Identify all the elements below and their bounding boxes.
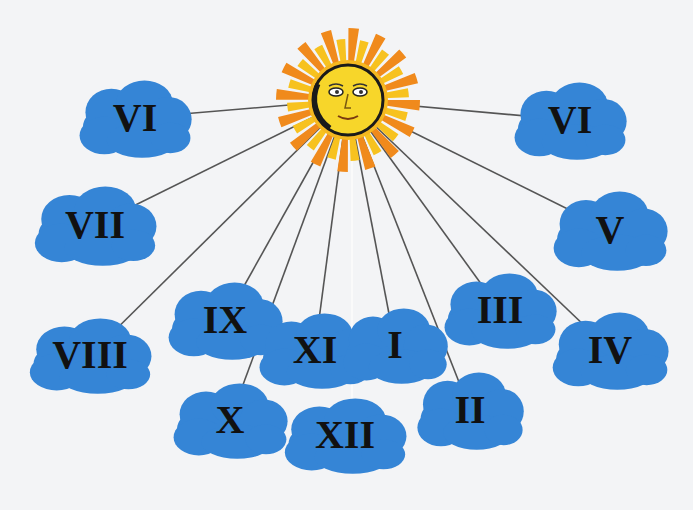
- hour-numeral: VIII: [52, 335, 128, 375]
- hour-numeral: VII: [65, 205, 125, 245]
- hour-numeral: V: [596, 210, 625, 250]
- cloud-node: VII: [31, 183, 159, 267]
- hour-numeral: III: [477, 290, 524, 330]
- hour-numeral: I: [387, 325, 403, 365]
- hour-numeral: XII: [315, 415, 375, 455]
- cloud-node: VI: [511, 79, 629, 161]
- cloud-node: XII: [281, 395, 409, 475]
- cloud-node: VI: [76, 77, 194, 159]
- cloud-node: IV: [549, 309, 671, 391]
- cloud-node: III: [441, 270, 559, 350]
- cloud-node: I: [340, 305, 450, 385]
- cloud-node: II: [414, 369, 526, 451]
- cloud-node: V: [550, 188, 670, 272]
- hour-numeral: XI: [293, 330, 337, 370]
- hour-numeral: II: [454, 390, 485, 430]
- cloud-node: X: [170, 380, 290, 460]
- hour-numeral: VI: [548, 100, 592, 140]
- hour-numeral: VI: [113, 98, 157, 138]
- cloud-node: VIII: [26, 315, 154, 395]
- hour-numeral: IV: [588, 330, 632, 370]
- hour-numeral: IX: [203, 300, 247, 340]
- hour-numeral: X: [216, 400, 245, 440]
